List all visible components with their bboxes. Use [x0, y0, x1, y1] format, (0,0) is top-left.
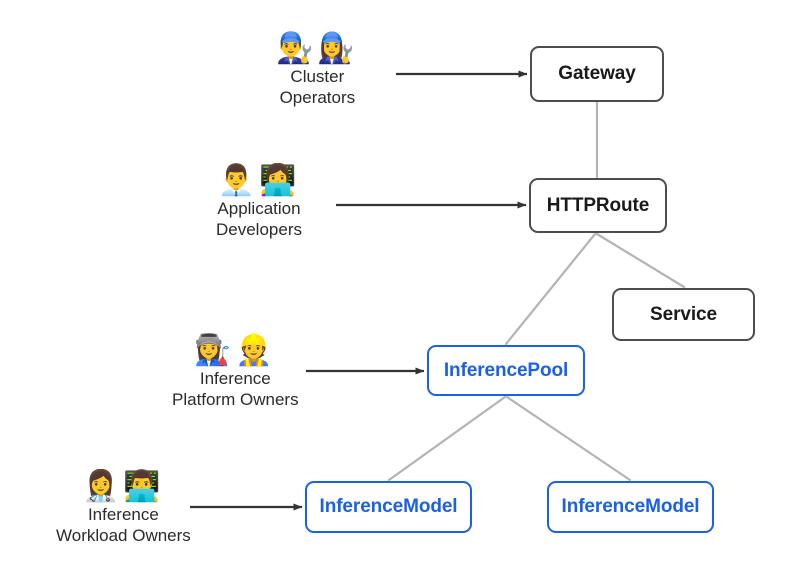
persona-label-line: Platform Owners [172, 390, 299, 409]
node-label: Gateway [558, 63, 636, 84]
node-label: HTTPRoute [546, 194, 650, 216]
persona-label-line: Operators [279, 88, 356, 107]
node-label: InferenceModel [319, 496, 458, 517]
edge-httproute-service [595, 232, 686, 289]
woman-health-worker-icon: 👩‍⚕️👨‍💻 [82, 469, 165, 504]
node-pool[interactable]: InferencePool [427, 345, 585, 396]
persona-label-line: Cluster [290, 67, 345, 86]
node-gateway[interactable]: Gateway [530, 46, 664, 102]
edge-pool-model-right [505, 395, 632, 482]
node-label: Service [650, 303, 717, 325]
persona-label-line: Developers [216, 220, 302, 239]
node-label: InferenceModel [561, 496, 700, 517]
node-label: InferencePool [443, 359, 569, 381]
persona-label-line: Workload Owners [56, 526, 191, 545]
persona-ownership-arrows [190, 70, 528, 511]
man-office-worker-icon: 👨‍💼👩‍💻 [217, 163, 301, 198]
persona-label-line: Application [217, 199, 301, 218]
man-mechanic-icon: 👨‍🔧👩‍🔧 [276, 31, 359, 66]
node-model-left[interactable]: InferenceModel [305, 481, 472, 533]
persona-label-line: Inference [199, 369, 271, 388]
node-httproute[interactable]: HTTPRoute [529, 178, 667, 233]
edge-httproute-inferencepool [504, 232, 597, 346]
persona-label-line: Inference [87, 505, 159, 524]
node-service[interactable]: Service [612, 288, 755, 341]
woman-construction-worker-icon: 👩‍🏭👷 [193, 333, 277, 368]
node-model-right[interactable]: InferenceModel [547, 481, 714, 533]
edge-pool-model-left [387, 395, 507, 482]
